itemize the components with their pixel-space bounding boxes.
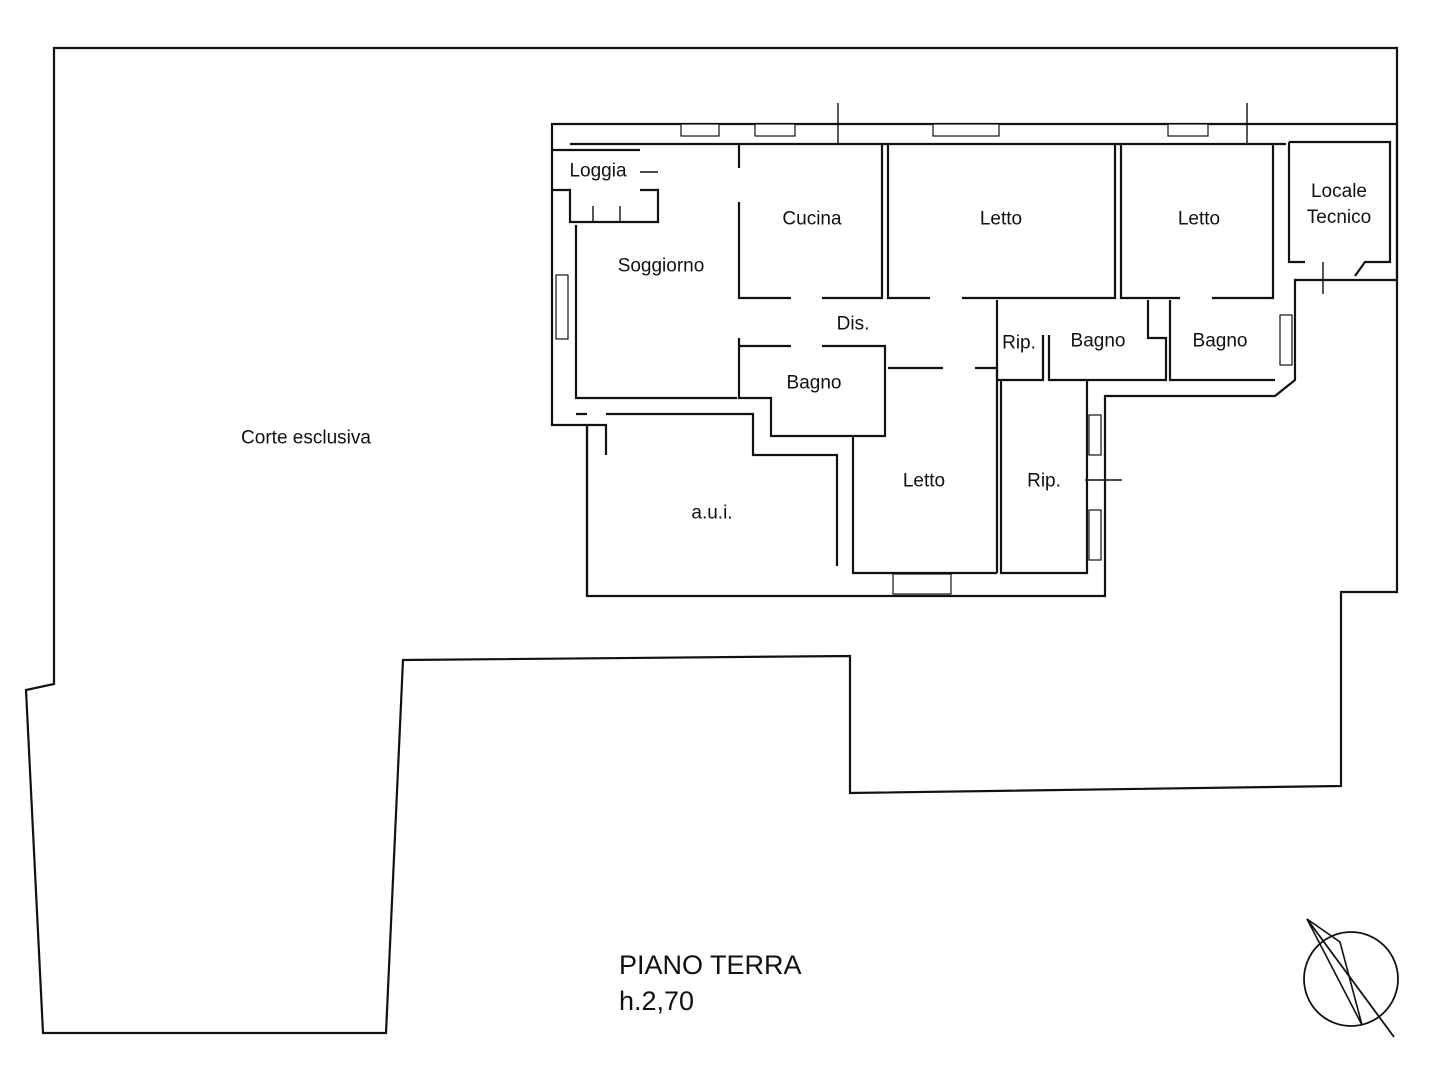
room-label-letto-1: Letto bbox=[979, 208, 1023, 230]
north-arrow-icon bbox=[1303, 918, 1399, 1038]
door-marks bbox=[837, 103, 1324, 481]
room-label-loggia: Loggia bbox=[569, 160, 627, 182]
building-inner-wall bbox=[570, 142, 1286, 416]
room-label-locale-tecnico: Locale Tecnico bbox=[1307, 179, 1371, 231]
room-label-bagno-2: Bagno bbox=[1192, 330, 1248, 352]
locale-tecnico-line1: Locale bbox=[1310, 181, 1367, 202]
room-label-soggiorno: Soggiorno bbox=[617, 255, 705, 277]
corte-esclusiva-label: Corte esclusiva bbox=[241, 427, 371, 449]
ceiling-height: h.2,70 bbox=[619, 986, 695, 1016]
loggia-walls bbox=[552, 148, 660, 224]
room-label-letto-3: Letto bbox=[902, 470, 946, 492]
windows bbox=[555, 123, 1293, 595]
room-label-bagno-3: Bagno bbox=[786, 372, 842, 394]
room-label-rip-1: Rip. bbox=[1002, 332, 1036, 354]
locale-tecnico-line2: Tecnico bbox=[1306, 207, 1372, 228]
interior-walls bbox=[585, 140, 1392, 596]
room-label-dis: Dis. bbox=[836, 313, 870, 335]
room-label-letto-2: Letto bbox=[1177, 208, 1221, 230]
floor-title: PIANO TERRA bbox=[619, 950, 802, 980]
room-label-aui: a.u.i. bbox=[691, 502, 733, 524]
lot-boundary bbox=[24, 46, 1399, 1035]
room-label-rip-2: Rip. bbox=[1027, 470, 1061, 492]
room-label-cucina: Cucina bbox=[782, 208, 842, 230]
building-outline bbox=[550, 122, 1399, 598]
room-label-bagno-1: Bagno bbox=[1070, 330, 1126, 352]
